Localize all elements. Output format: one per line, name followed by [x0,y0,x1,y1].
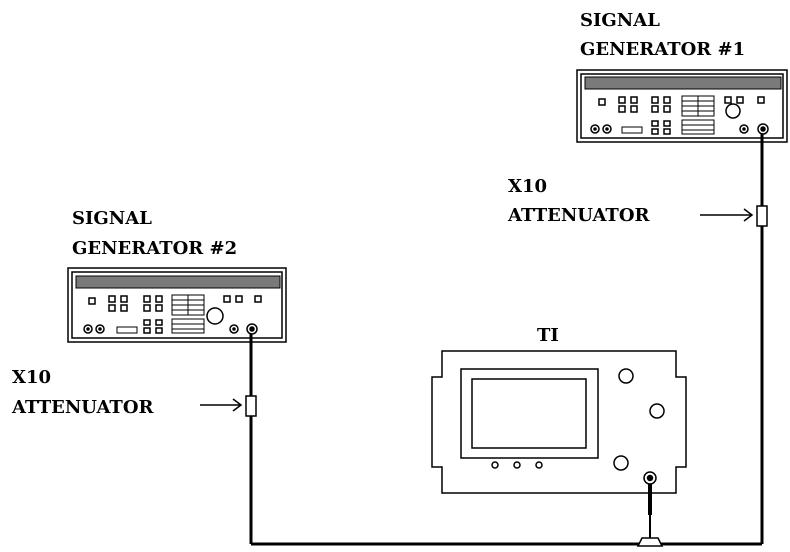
attenuator-2 [245,395,257,417]
generator-1-label-line-1: SIGNAL [580,10,660,31]
generator-2-label-line-2: GENERATOR #2 [72,238,237,259]
ti-label: TI [537,325,559,346]
attenuator-2-label-line-2: ATTENUATOR [11,397,155,418]
attenuator-1-label-line-1: X10 [508,176,547,197]
attenuator-2-pointer-arrow [200,398,243,412]
generator-1-label-line-2: GENERATOR #1 [580,39,745,60]
generator-2-label-line-1: SIGNAL [72,208,152,229]
bottom-cable-run [251,514,764,546]
attenuator-1 [756,205,768,227]
test-instrument [431,350,687,494]
attenuator-2-label-line-1: X10 [12,367,51,388]
signal-generator-2 [67,267,287,343]
tee-connector [636,514,664,547]
attenuator-1-label-line-2: ATTENUATOR [507,205,651,226]
attenuator-1-pointer-arrow [700,208,754,222]
signal-generator-1 [576,69,788,143]
